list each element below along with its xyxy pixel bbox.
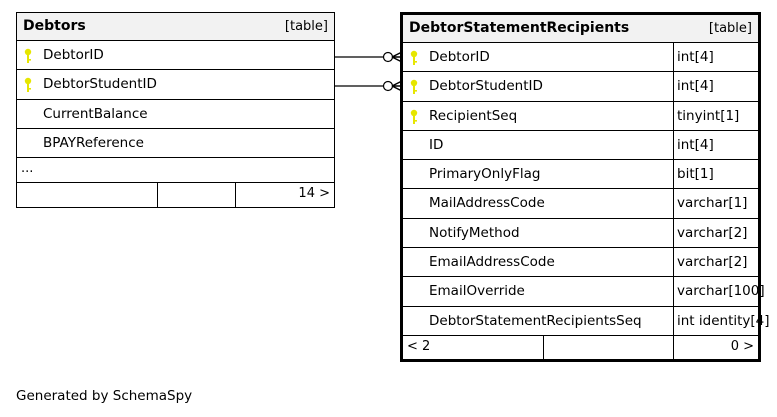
recipients-column-row[interactable]: DebtorStudentID int[4] bbox=[403, 72, 758, 102]
more-indicator: ... bbox=[21, 161, 34, 177]
column-type: varchar[2] bbox=[673, 248, 747, 277]
column-type: int identity[4] bbox=[673, 306, 770, 335]
recipients-column-row[interactable]: DebtorID int[4] bbox=[403, 43, 758, 73]
footer-cell bbox=[157, 183, 235, 208]
column-type: varchar[1] bbox=[673, 189, 747, 218]
column-name: BPAYReference bbox=[43, 134, 144, 151]
debtors-column-row[interactable]: DebtorID bbox=[17, 41, 334, 71]
debtors-table-name: Debtors bbox=[23, 18, 86, 34]
column-name: DebtorStudentID bbox=[429, 78, 543, 95]
recipients-column-row[interactable]: RecipientSeq tinyint[1] bbox=[403, 101, 758, 131]
recipients-table-kind: [table] bbox=[708, 21, 752, 36]
column-type: tinyint[1] bbox=[673, 101, 739, 130]
recipients-column-row[interactable]: MailAddressCode varchar[1] bbox=[403, 189, 758, 219]
debtors-table-kind: [table] bbox=[284, 19, 328, 34]
recipients-column-row[interactable]: EmailAddressCode varchar[2] bbox=[403, 248, 758, 278]
column-name: DebtorStatementRecipientsSeq bbox=[429, 312, 642, 329]
children-count[interactable]: 14 > bbox=[298, 186, 330, 202]
column-type: varchar[2] bbox=[673, 218, 747, 248]
column-type: bit[1] bbox=[673, 160, 714, 189]
relationship-debtor-id[interactable] bbox=[335, 51, 403, 63]
key-icon bbox=[410, 109, 418, 124]
column-name: MailAddressCode bbox=[429, 195, 545, 212]
debtors-footer: 14 > bbox=[17, 183, 334, 208]
parents-count[interactable]: < 2 bbox=[407, 338, 431, 354]
generated-by-label: Generated by SchemaSpy bbox=[16, 388, 193, 404]
column-name: DebtorStudentID bbox=[43, 76, 157, 93]
recipients-column-row[interactable]: NotifyMethod varchar[2] bbox=[403, 218, 758, 249]
relationship-debtor-student-id[interactable] bbox=[335, 80, 403, 92]
footer-cell[interactable]: 0 > bbox=[673, 335, 758, 361]
debtors-column-row[interactable]: DebtorStudentID bbox=[17, 70, 334, 100]
column-type: varchar[100] bbox=[673, 277, 765, 306]
recipients-table-name: DebtorStatementRecipients bbox=[409, 20, 630, 36]
column-name: ID bbox=[429, 136, 444, 153]
key-icon bbox=[24, 48, 32, 63]
debtor-statement-recipients-table[interactable]: DebtorStatementRecipients [table] Debtor… bbox=[400, 12, 770, 362]
footer-cell[interactable]: 14 > bbox=[235, 183, 334, 208]
recipients-column-row[interactable]: ID int[4] bbox=[403, 130, 758, 161]
column-type: int[4] bbox=[673, 43, 714, 72]
column-name: EmailAddressCode bbox=[429, 254, 555, 271]
column-name: RecipientSeq bbox=[429, 107, 518, 124]
debtors-more-columns[interactable]: ... bbox=[17, 158, 334, 184]
column-name: PrimaryOnlyFlag bbox=[429, 166, 541, 183]
column-name: EmailOverride bbox=[429, 283, 525, 300]
column-name: CurrentBalance bbox=[43, 105, 148, 122]
column-name: NotifyMethod bbox=[429, 224, 520, 241]
debtors-column-row[interactable]: CurrentBalance bbox=[17, 100, 334, 129]
column-type: int[4] bbox=[673, 130, 714, 160]
recipients-column-row[interactable]: PrimaryOnlyFlag bit[1] bbox=[403, 160, 758, 190]
recipients-footer: < 2 0 > bbox=[403, 335, 758, 361]
debtors-header: Debtors [table] bbox=[17, 13, 334, 41]
column-name: DebtorID bbox=[429, 49, 490, 65]
debtors-table[interactable]: Debtors [table] DebtorID DebtorStudentID… bbox=[16, 12, 335, 208]
column-type: int[4] bbox=[673, 72, 714, 101]
column-name: DebtorID bbox=[43, 47, 104, 63]
recipients-header: DebtorStatementRecipients [table] bbox=[403, 15, 758, 43]
recipients-column-row[interactable]: EmailOverride varchar[100] bbox=[403, 277, 765, 307]
footer-cell[interactable]: < 2 bbox=[403, 336, 543, 361]
key-icon bbox=[24, 78, 32, 93]
key-icon bbox=[410, 80, 418, 95]
debtors-column-row[interactable]: BPAYReference bbox=[17, 129, 334, 159]
footer-cell bbox=[543, 335, 673, 361]
key-icon bbox=[410, 50, 418, 65]
recipients-column-row[interactable]: DebtorStatementRecipientsSeq int identit… bbox=[403, 306, 770, 336]
children-count[interactable]: 0 > bbox=[730, 338, 754, 354]
